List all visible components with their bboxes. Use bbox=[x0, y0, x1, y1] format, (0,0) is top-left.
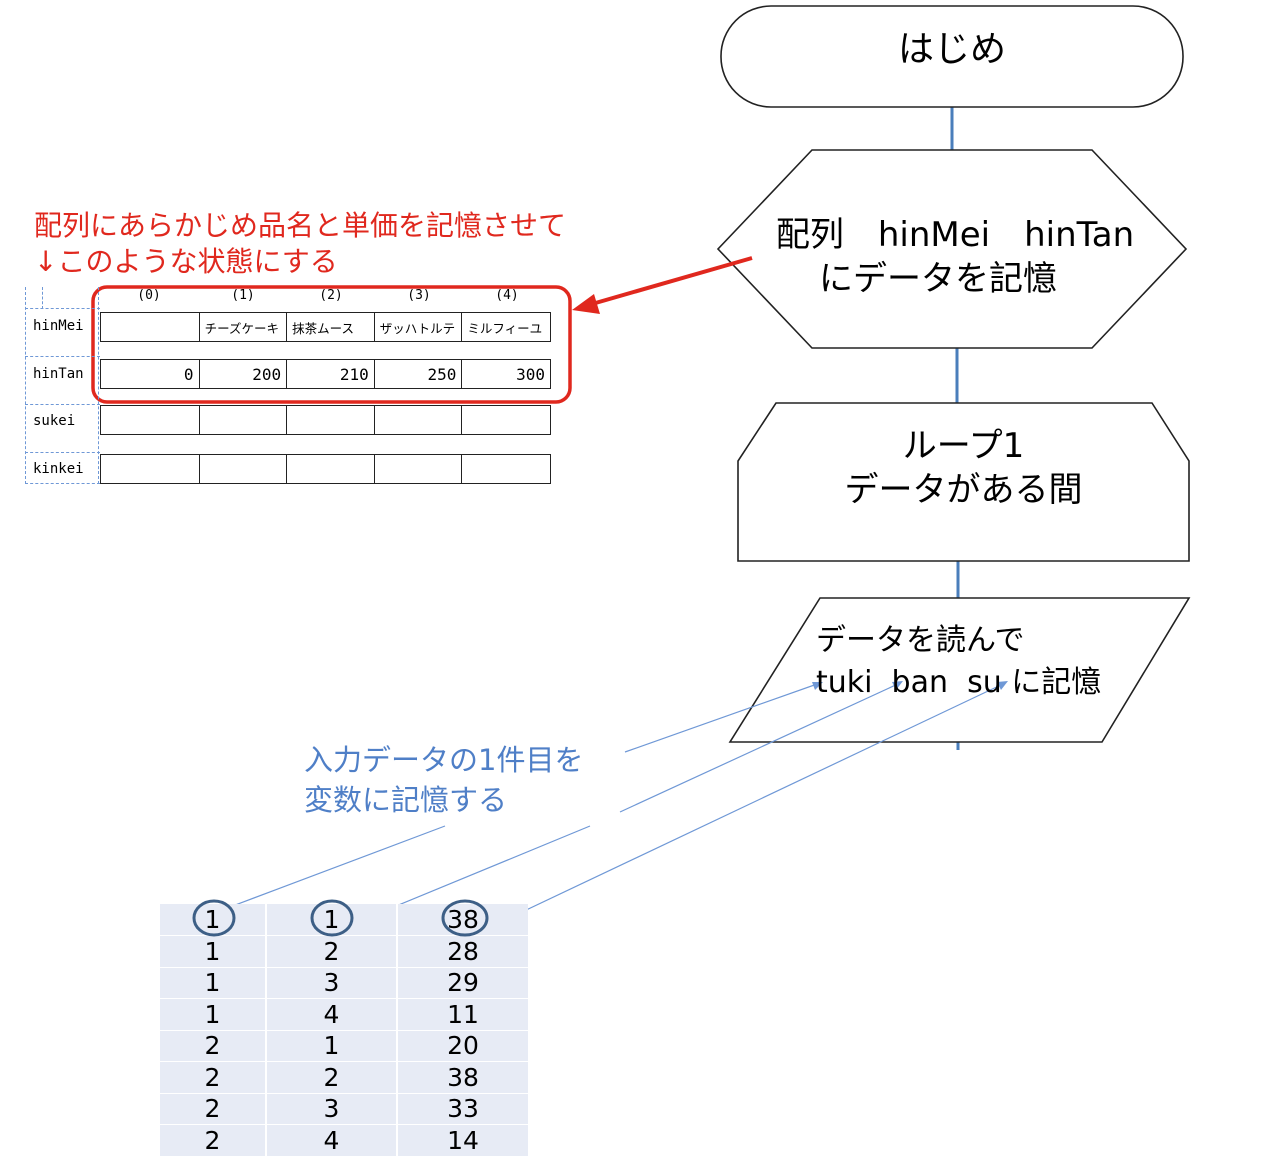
guide-line-left bbox=[25, 287, 26, 484]
table-cell: 2 bbox=[160, 1061, 267, 1093]
array-cell bbox=[101, 313, 200, 341]
array-cell: 300 bbox=[516, 364, 545, 384]
circle-su-value bbox=[441, 899, 489, 937]
table-cell: 2 bbox=[160, 1093, 267, 1124]
loop-start-shape bbox=[737, 402, 1190, 562]
table-cell: 1 bbox=[160, 967, 267, 998]
array-cell bbox=[287, 406, 375, 434]
io-label: データを読んで tuki ban su に記憶 bbox=[816, 623, 1102, 700]
red-arrow-head bbox=[572, 294, 600, 314]
table-row: 1 1 38 bbox=[160, 904, 528, 936]
table-cell: 33 bbox=[447, 1094, 479, 1123]
array-cell bbox=[200, 406, 288, 434]
table-cell: 1 bbox=[160, 998, 267, 1030]
blue-line-tuki bbox=[624, 682, 821, 753]
table-cell: 1 bbox=[160, 904, 267, 935]
blue-arrow-su bbox=[997, 681, 1008, 690]
table-row: 2 3 33 bbox=[160, 1093, 528, 1125]
array-cell: 250 bbox=[375, 360, 463, 388]
table-cell: 2 bbox=[160, 1030, 267, 1061]
array-cell: ザッハトルテ bbox=[375, 313, 463, 341]
array-row-hintan: 0 200 210 250 300 bbox=[100, 359, 551, 389]
table-cell: 2 bbox=[160, 1124, 267, 1156]
table-cell: 38 bbox=[447, 1062, 479, 1092]
guide-line-label-right bbox=[98, 287, 99, 484]
table-row: 1 4 11 bbox=[160, 998, 528, 1031]
first-record-note: 入力データの1件目を 変数に記憶する bbox=[304, 743, 584, 817]
guide-line-row2 bbox=[25, 356, 100, 357]
array-row-hinmei: チーズケーキ 抹茶ムース ザッハトルテ ミルフィーユ bbox=[100, 312, 551, 342]
array-row-label: hinMei bbox=[33, 318, 84, 334]
guide-line-bottom bbox=[25, 483, 100, 484]
table-cell: 38 bbox=[447, 905, 479, 934]
table-cell: 2 bbox=[267, 935, 398, 967]
loop-start-label: ループ1 データがある間 bbox=[844, 426, 1083, 510]
input-data-table: 1 1 38 1 2 28 1 3 29 1 4 11 2 1 20 2 2 3… bbox=[160, 904, 528, 1157]
table-cell: 1 bbox=[160, 935, 267, 967]
circle-ban-value bbox=[310, 899, 354, 937]
array-row-label: sukei bbox=[33, 413, 76, 429]
red-arrow-shaft bbox=[591, 256, 753, 306]
array-index: (1) bbox=[231, 288, 255, 303]
table-cell: 11 bbox=[447, 999, 479, 1029]
table-row: 1 2 28 bbox=[160, 935, 528, 968]
array-cell: 210 bbox=[287, 360, 375, 388]
array-row-kinkei bbox=[100, 454, 551, 484]
array-setup-note: 配列にあらかじめ品名と単価を記憶させて ↓このような状態にする bbox=[34, 209, 567, 278]
table-cell: 1 bbox=[267, 904, 398, 935]
array-cell bbox=[375, 455, 463, 483]
array-cell bbox=[287, 455, 375, 483]
blue-line-su bbox=[483, 682, 1006, 931]
highlight-box bbox=[91, 285, 572, 404]
table-row: 2 4 14 bbox=[160, 1124, 528, 1157]
array-index: (0) bbox=[137, 288, 161, 303]
guide-line-row3 bbox=[25, 404, 100, 405]
array-cell bbox=[101, 406, 200, 434]
preparation-hexagon bbox=[716, 149, 1188, 349]
blue-line-ban bbox=[619, 682, 901, 813]
table-cell: 1 bbox=[267, 1030, 398, 1061]
array-index: (3) bbox=[407, 288, 431, 303]
table-cell: 4 bbox=[267, 998, 398, 1030]
table-row: 2 1 20 bbox=[160, 1030, 528, 1062]
array-cell: チーズケーキ bbox=[200, 313, 288, 341]
array-cell: 200 bbox=[200, 360, 288, 388]
table-cell: 20 bbox=[447, 1031, 479, 1060]
array-cell bbox=[375, 406, 463, 434]
array-cell: 抹茶ムース bbox=[287, 313, 375, 341]
circle-tuki-value bbox=[192, 899, 236, 937]
io-parallelogram bbox=[728, 597, 1191, 743]
blue-arrow-tuki bbox=[812, 682, 823, 690]
preparation-label: 配列 hinMei hinTan にデータを記憶 bbox=[775, 215, 1135, 299]
table-cell: 3 bbox=[267, 967, 398, 998]
array-row-label: hinTan bbox=[33, 366, 84, 382]
array-index: (2) bbox=[319, 288, 343, 303]
table-cell: 2 bbox=[267, 1061, 398, 1093]
table-cell: 4 bbox=[267, 1124, 398, 1156]
terminator-start bbox=[720, 5, 1184, 108]
table-row: 2 2 38 bbox=[160, 1061, 528, 1094]
guide-line-row1 bbox=[25, 308, 100, 309]
blue-line-tuki-lower bbox=[221, 825, 446, 911]
array-cell: 0 bbox=[101, 360, 200, 388]
table-cell: 3 bbox=[267, 1093, 398, 1124]
array-index: (4) bbox=[495, 288, 519, 303]
array-cell: ミルフィーユ bbox=[467, 320, 543, 336]
table-row: 1 3 29 bbox=[160, 967, 528, 999]
blue-arrow-ban bbox=[892, 681, 903, 690]
array-row-label: kinkei bbox=[33, 461, 84, 477]
guide-line-inner bbox=[42, 287, 43, 309]
array-cell bbox=[101, 455, 200, 483]
array-cell bbox=[200, 455, 288, 483]
table-cell: 28 bbox=[447, 936, 479, 966]
table-cell: 29 bbox=[447, 968, 479, 997]
array-row-sukei bbox=[100, 405, 551, 435]
terminator-start-label: はじめ bbox=[897, 29, 1006, 70]
guide-line-row4 bbox=[25, 452, 100, 453]
table-cell: 14 bbox=[447, 1125, 479, 1155]
